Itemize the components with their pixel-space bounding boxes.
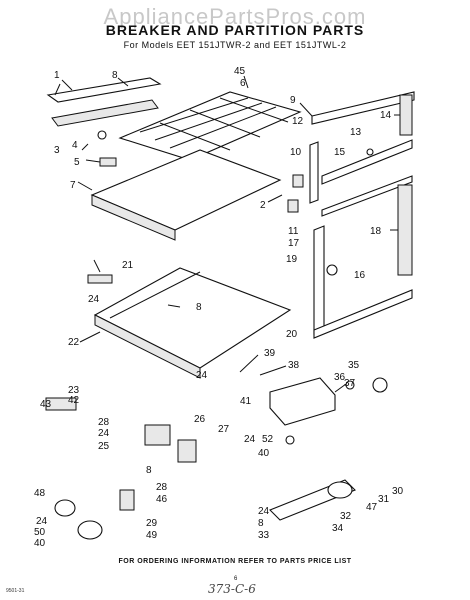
part-screw xyxy=(97,130,107,140)
callout-label: 24 xyxy=(196,370,208,381)
callout-label: 1 xyxy=(54,70,60,81)
part-tray xyxy=(90,149,282,241)
callout-label: 14 xyxy=(380,110,392,121)
callout-label: 27 xyxy=(218,424,230,435)
callout-label: 41 xyxy=(240,396,252,407)
callout-label: 24 xyxy=(98,428,110,439)
callout-label: 16 xyxy=(354,270,366,281)
callout-label: 34 xyxy=(332,523,344,534)
leader-lines xyxy=(61,75,400,393)
callout-label: 8 xyxy=(146,465,152,476)
callout-label: 4 xyxy=(72,140,78,151)
watermark: AppliancePartsPros.com xyxy=(103,4,367,29)
callout-label: 20 xyxy=(286,329,298,340)
callout-label: 17 xyxy=(288,238,300,249)
part-bracket-11 xyxy=(287,199,299,213)
callout-label: 13 xyxy=(350,127,362,138)
callout-label: 8 xyxy=(258,518,264,529)
callout-label: 21 xyxy=(122,260,134,271)
callout-labels: 1 8 45 6 9 14 12 13 3 4 10 15 5 7 2 11 1… xyxy=(34,66,404,549)
part-breaker-panel xyxy=(93,267,292,379)
callout-label: 24 xyxy=(88,294,100,305)
callout-label: 8 xyxy=(112,70,118,81)
callout-label: 12 xyxy=(292,116,304,127)
callout-label: 35 xyxy=(348,360,360,371)
callout-label: 29 xyxy=(146,518,158,529)
part-breaker-strip xyxy=(46,77,162,127)
callout-label: 10 xyxy=(290,147,302,158)
document-code: 9501-31 xyxy=(6,588,25,594)
callout-label: 33 xyxy=(258,530,270,541)
callout-label: 46 xyxy=(156,494,168,505)
callout-label: 5 xyxy=(74,157,80,168)
part-bracket-10 xyxy=(292,174,304,188)
callout-label: 9 xyxy=(290,95,296,106)
callout-label: 40 xyxy=(34,538,46,549)
callout-label: 38 xyxy=(288,360,300,371)
callout-label: 39 xyxy=(264,348,276,359)
callout-label: 31 xyxy=(378,494,390,505)
callout-label: 6 xyxy=(240,78,246,89)
page-number: 6 xyxy=(234,576,238,582)
callout-label: 2 xyxy=(260,200,266,211)
part-hinge-16 xyxy=(326,264,338,276)
callout-label: 3 xyxy=(54,145,60,156)
part-heater-21 xyxy=(87,274,113,284)
callout-label: 26 xyxy=(194,414,206,425)
part-partition-frame xyxy=(309,91,415,339)
callout-label: 37 xyxy=(344,378,356,389)
callout-label: 52 xyxy=(262,434,274,445)
callout-label: 28 xyxy=(156,482,168,493)
callout-label: 48 xyxy=(34,488,46,499)
callout-label: 40 xyxy=(258,448,270,459)
callout-label: 45 xyxy=(234,66,246,77)
callout-label: 36 xyxy=(334,372,346,383)
callout-label: 24 xyxy=(244,434,256,445)
callout-label: 30 xyxy=(392,486,404,497)
diagram-title: BREAKER AND PARTITION PARTS xyxy=(105,22,365,38)
part-screw-13 xyxy=(366,148,374,156)
callout-label: 7 xyxy=(70,180,76,191)
part-control-housing xyxy=(269,377,388,426)
callout-label: 8 xyxy=(196,302,202,313)
callout-label: 24 xyxy=(258,506,270,517)
callout-label: 32 xyxy=(340,511,352,522)
part-clip xyxy=(99,157,117,167)
callout-label: 49 xyxy=(146,530,158,541)
callout-label: 11 xyxy=(288,226,299,237)
callout-label: 47 xyxy=(366,502,378,513)
part-shelf-grid xyxy=(118,91,302,161)
handwritten-note: 373-C-6 xyxy=(208,582,256,596)
diagram-subtitle: For Models EET 151JTWR-2 and EET 151JTWL… xyxy=(123,40,347,50)
ordering-info-note: FOR ORDERING INFORMATION REFER TO PARTS … xyxy=(118,558,352,565)
callout-label: 42 xyxy=(68,395,80,406)
callout-label: 15 xyxy=(334,147,346,158)
callout-label: 18 xyxy=(370,226,382,237)
callout-label: 28 xyxy=(98,417,110,428)
callout-label: 23 xyxy=(68,385,80,396)
callout-label: 19 xyxy=(286,254,298,265)
part-lower-components xyxy=(45,397,356,540)
callout-label: 50 xyxy=(34,527,46,538)
callout-label: 22 xyxy=(68,337,80,348)
callout-label: 24 xyxy=(36,516,48,527)
callout-label: 25 xyxy=(98,441,110,452)
callout-label: 43 xyxy=(40,399,52,410)
